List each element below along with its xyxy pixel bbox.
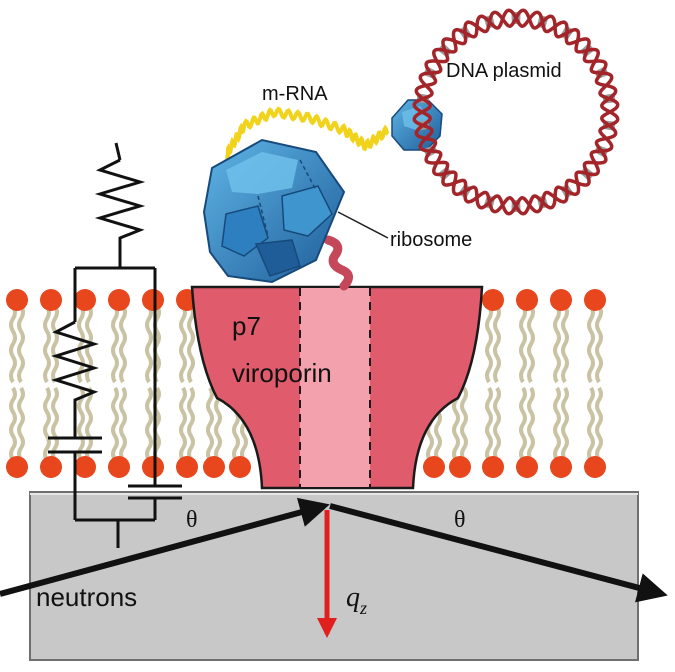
lipid-head bbox=[482, 289, 504, 311]
lipid-head bbox=[40, 289, 62, 311]
lipid-head bbox=[40, 456, 62, 478]
p7-viroporin-channel: p7 viroporin bbox=[190, 285, 484, 490]
lipid-tail bbox=[179, 304, 187, 384]
mrna-label: m-RNA bbox=[262, 83, 328, 105]
lipid-tail bbox=[43, 386, 51, 462]
lipid-head bbox=[550, 456, 572, 478]
lipid-head bbox=[142, 289, 164, 311]
lipid-tail bbox=[587, 304, 595, 384]
lipid-tail bbox=[519, 304, 527, 384]
viroporin-label: viroporin bbox=[232, 358, 332, 388]
lipid-tail bbox=[519, 386, 527, 462]
lipid-head bbox=[584, 289, 606, 311]
substrate-block bbox=[29, 491, 639, 661]
lipid-head bbox=[229, 456, 251, 478]
lipid-tail bbox=[206, 386, 214, 462]
dna-plasmid-label: DNA plasmid bbox=[446, 60, 562, 82]
lipid-tail bbox=[553, 386, 561, 462]
neutrons-label: neutrons bbox=[36, 582, 137, 612]
lipid-tail bbox=[17, 304, 25, 384]
lipid-tail bbox=[77, 386, 85, 462]
lipid-tail bbox=[85, 386, 93, 462]
lipid-head bbox=[482, 456, 504, 478]
lipid-head bbox=[108, 289, 130, 311]
ribosome-leader-line bbox=[337, 211, 389, 239]
lipid-tail bbox=[595, 386, 603, 462]
qz-label: qz bbox=[346, 582, 367, 618]
lipid-tail bbox=[9, 386, 17, 462]
lipid-tail bbox=[485, 386, 493, 462]
dna-strand bbox=[412, 8, 620, 216]
lipid-head bbox=[6, 456, 28, 478]
lipid-tail bbox=[527, 386, 535, 462]
lipid-head bbox=[423, 456, 445, 478]
lipid-tail bbox=[553, 304, 561, 384]
lipid-tail bbox=[493, 386, 501, 462]
mrna-strand-icon bbox=[224, 106, 390, 181]
lipid-tail bbox=[43, 304, 51, 384]
lipid-tail bbox=[485, 304, 493, 384]
lipid-head bbox=[516, 289, 538, 311]
p7-label: p7 bbox=[232, 311, 261, 341]
lipid-tail bbox=[561, 386, 569, 462]
lipid-tail bbox=[77, 304, 85, 384]
lipid-tail bbox=[179, 386, 187, 462]
channel-pore bbox=[300, 288, 370, 487]
lipid-tail bbox=[111, 386, 119, 462]
incident-neutron-beam bbox=[0, 497, 330, 597]
lipid-tail bbox=[460, 386, 468, 462]
lipid-tail bbox=[145, 304, 153, 384]
lipid-head bbox=[176, 456, 198, 478]
lipid-tail bbox=[51, 304, 59, 384]
reflected-angle-label: θ bbox=[454, 507, 466, 533]
lipid-bilayer bbox=[6, 289, 606, 478]
ribosome-icon bbox=[202, 138, 346, 284]
lipid-head bbox=[74, 456, 96, 478]
nascent-peptide bbox=[323, 235, 353, 291]
ribosome-label: ribosome bbox=[390, 229, 472, 251]
lipid-head bbox=[142, 456, 164, 478]
reflected-neutron-beam bbox=[329, 503, 668, 603]
lipid-tail bbox=[561, 304, 569, 384]
lipid-tail bbox=[145, 386, 153, 462]
lipid-head bbox=[108, 456, 130, 478]
lipid-head bbox=[74, 289, 96, 311]
lipid-head bbox=[203, 456, 225, 478]
incident-angle-label: θ bbox=[186, 507, 198, 533]
lipid-head bbox=[449, 456, 471, 478]
lipid-tail bbox=[153, 386, 161, 462]
lipid-tail bbox=[17, 386, 25, 462]
lipid-tail bbox=[527, 304, 535, 384]
lipid-head bbox=[516, 456, 538, 478]
lipid-tail bbox=[119, 386, 127, 462]
lipid-head bbox=[6, 289, 28, 311]
lipid-tail bbox=[187, 304, 195, 384]
lipid-head bbox=[584, 456, 606, 478]
dna-plasmid-icon bbox=[412, 8, 620, 216]
qz-subscript: z bbox=[359, 598, 367, 618]
lipid-head bbox=[550, 289, 572, 311]
qz-symbol: q bbox=[346, 582, 360, 613]
lipid-tail bbox=[587, 386, 595, 462]
lipid-tail bbox=[51, 386, 59, 462]
lipid-tail bbox=[493, 304, 501, 384]
lipid-tail bbox=[595, 304, 603, 384]
lipid-tail bbox=[187, 386, 195, 462]
equivalent-circuit-icon bbox=[48, 142, 182, 548]
lipid-tail bbox=[119, 304, 127, 384]
lipid-tail bbox=[153, 304, 161, 384]
lipid-tail bbox=[214, 386, 222, 462]
lipid-tail bbox=[9, 304, 17, 384]
lipid-tail bbox=[111, 304, 119, 384]
